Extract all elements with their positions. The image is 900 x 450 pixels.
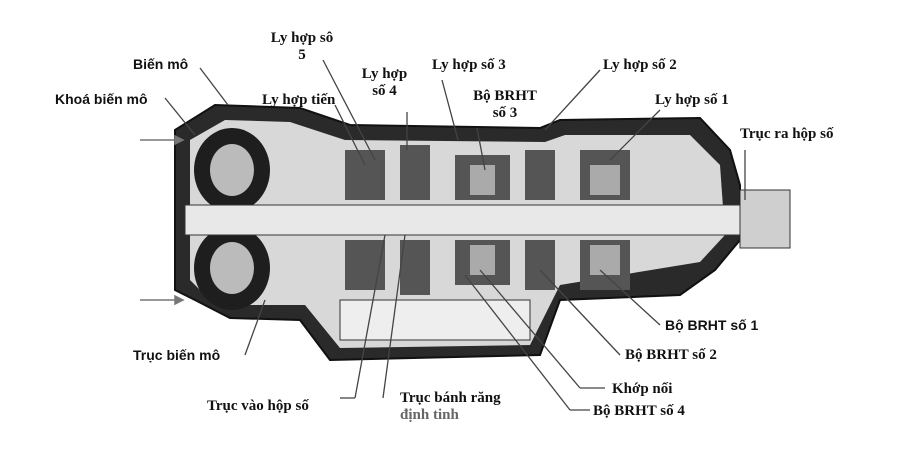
label-khoa-bien-mo: Khoá biến mô bbox=[55, 91, 148, 107]
label-bo-brht-so-4: Bộ BRHT số 4 bbox=[593, 403, 685, 419]
label-ly-hop-so-5: Ly hợp sô 5 bbox=[262, 30, 342, 64]
label-truc-vao-hop-so: Trục vào hộp số bbox=[207, 398, 309, 414]
label-line: số 4 bbox=[372, 83, 397, 99]
label-ly-hop-so-1: Ly hợp số 1 bbox=[655, 92, 729, 108]
label-khop-noi: Khớp nối bbox=[612, 381, 673, 397]
label-bo-brht-so-1: Bộ BRHT số 1 bbox=[665, 317, 759, 333]
label-line: Ly hợp sô bbox=[270, 30, 334, 46]
label-bo-brht-so-3: Bộ BRHT số 3 bbox=[470, 88, 540, 122]
label-ly-hop-so-3: Ly hợp số 3 bbox=[432, 57, 506, 73]
label-ly-hop-so-4: Ly hợp số 4 bbox=[357, 66, 412, 100]
label-line: 5 bbox=[298, 47, 306, 63]
label-truc-ra-hop-so: Trục ra hộp số bbox=[740, 126, 834, 142]
label-truc-bien-mo: Trục biến mô bbox=[133, 347, 221, 363]
label-line: định tinh bbox=[400, 407, 459, 423]
label-truc-banh-rang-dinh-tinh: Trục bánh răng định tinh bbox=[400, 390, 501, 424]
label-line: Ly hợp bbox=[361, 66, 408, 82]
label-bien-mo: Biến mô bbox=[133, 56, 189, 72]
label-bo-brht-so-2: Bộ BRHT số 2 bbox=[625, 347, 717, 363]
label-line: Bộ BRHT bbox=[473, 88, 537, 104]
label-ly-hop-so-2: Ly hợp số 2 bbox=[603, 57, 677, 73]
label-line: số 3 bbox=[492, 105, 518, 121]
label-line: Trục bánh răng bbox=[400, 390, 501, 406]
label-ly-hop-tien: Ly hợp tiến bbox=[262, 92, 336, 108]
